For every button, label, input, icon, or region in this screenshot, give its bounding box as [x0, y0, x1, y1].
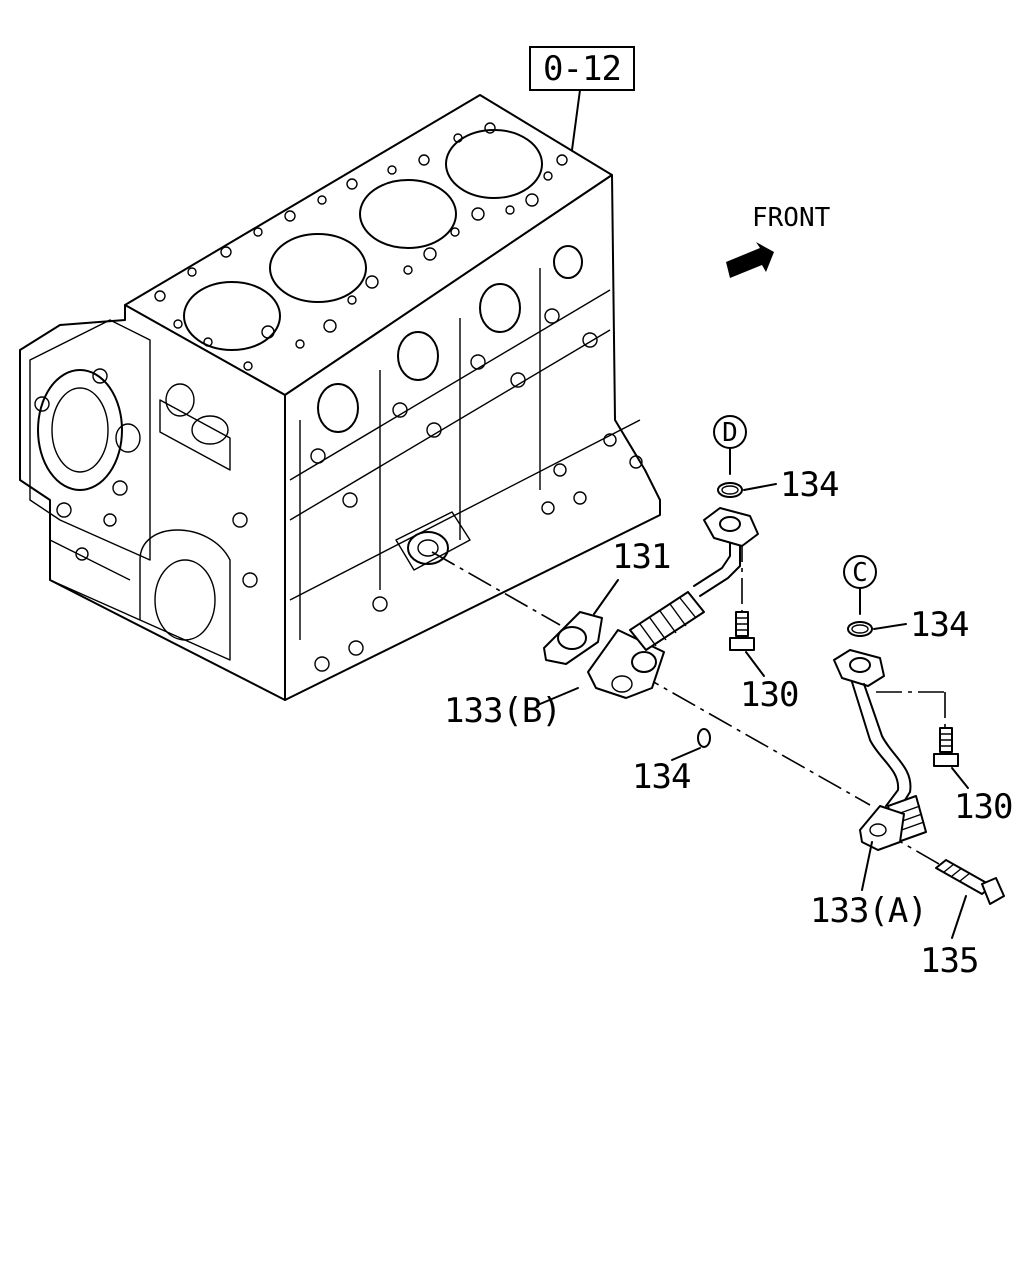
callout-134-lower: 134	[632, 757, 690, 797]
pipe-133a	[833, 649, 927, 891]
ref-box: 0-12	[529, 46, 635, 151]
front-label: FRONT	[752, 203, 831, 233]
o-ring-134-lower	[671, 728, 711, 761]
ref-box-frame	[529, 46, 635, 91]
bolt-130-right	[933, 727, 969, 789]
front-indicator: FRONT	[726, 203, 831, 278]
block-front-details	[29, 319, 258, 661]
block-side-details	[289, 245, 643, 672]
cylinder-bores	[183, 129, 543, 351]
o-ring-134-upper	[717, 482, 777, 498]
ref-box-label: 0-12	[543, 49, 621, 89]
callout-133b: 133(B)	[444, 691, 561, 731]
bolt-130-left	[729, 611, 765, 677]
connector-d-label: D	[722, 418, 738, 448]
callout-134-mid: 134	[910, 605, 968, 645]
callout-135: 135	[920, 941, 978, 981]
callout-130-left: 130	[740, 675, 798, 715]
front-arrow-icon	[726, 242, 774, 278]
callout-131: 131	[612, 537, 670, 577]
callout-130-right: 130	[954, 787, 1012, 827]
connector-mark-d: D	[713, 415, 747, 475]
pipe-133b	[539, 507, 759, 705]
callout-134-upper: 134	[780, 465, 838, 505]
o-ring-134-mid	[847, 621, 907, 637]
connector-mark-c: C	[843, 555, 877, 615]
engine-block	[19, 94, 661, 701]
gasket-131	[543, 579, 619, 665]
callout-133a: 133(A)	[810, 891, 927, 931]
bolt-135	[935, 859, 1005, 939]
connector-c-label: C	[852, 558, 868, 588]
